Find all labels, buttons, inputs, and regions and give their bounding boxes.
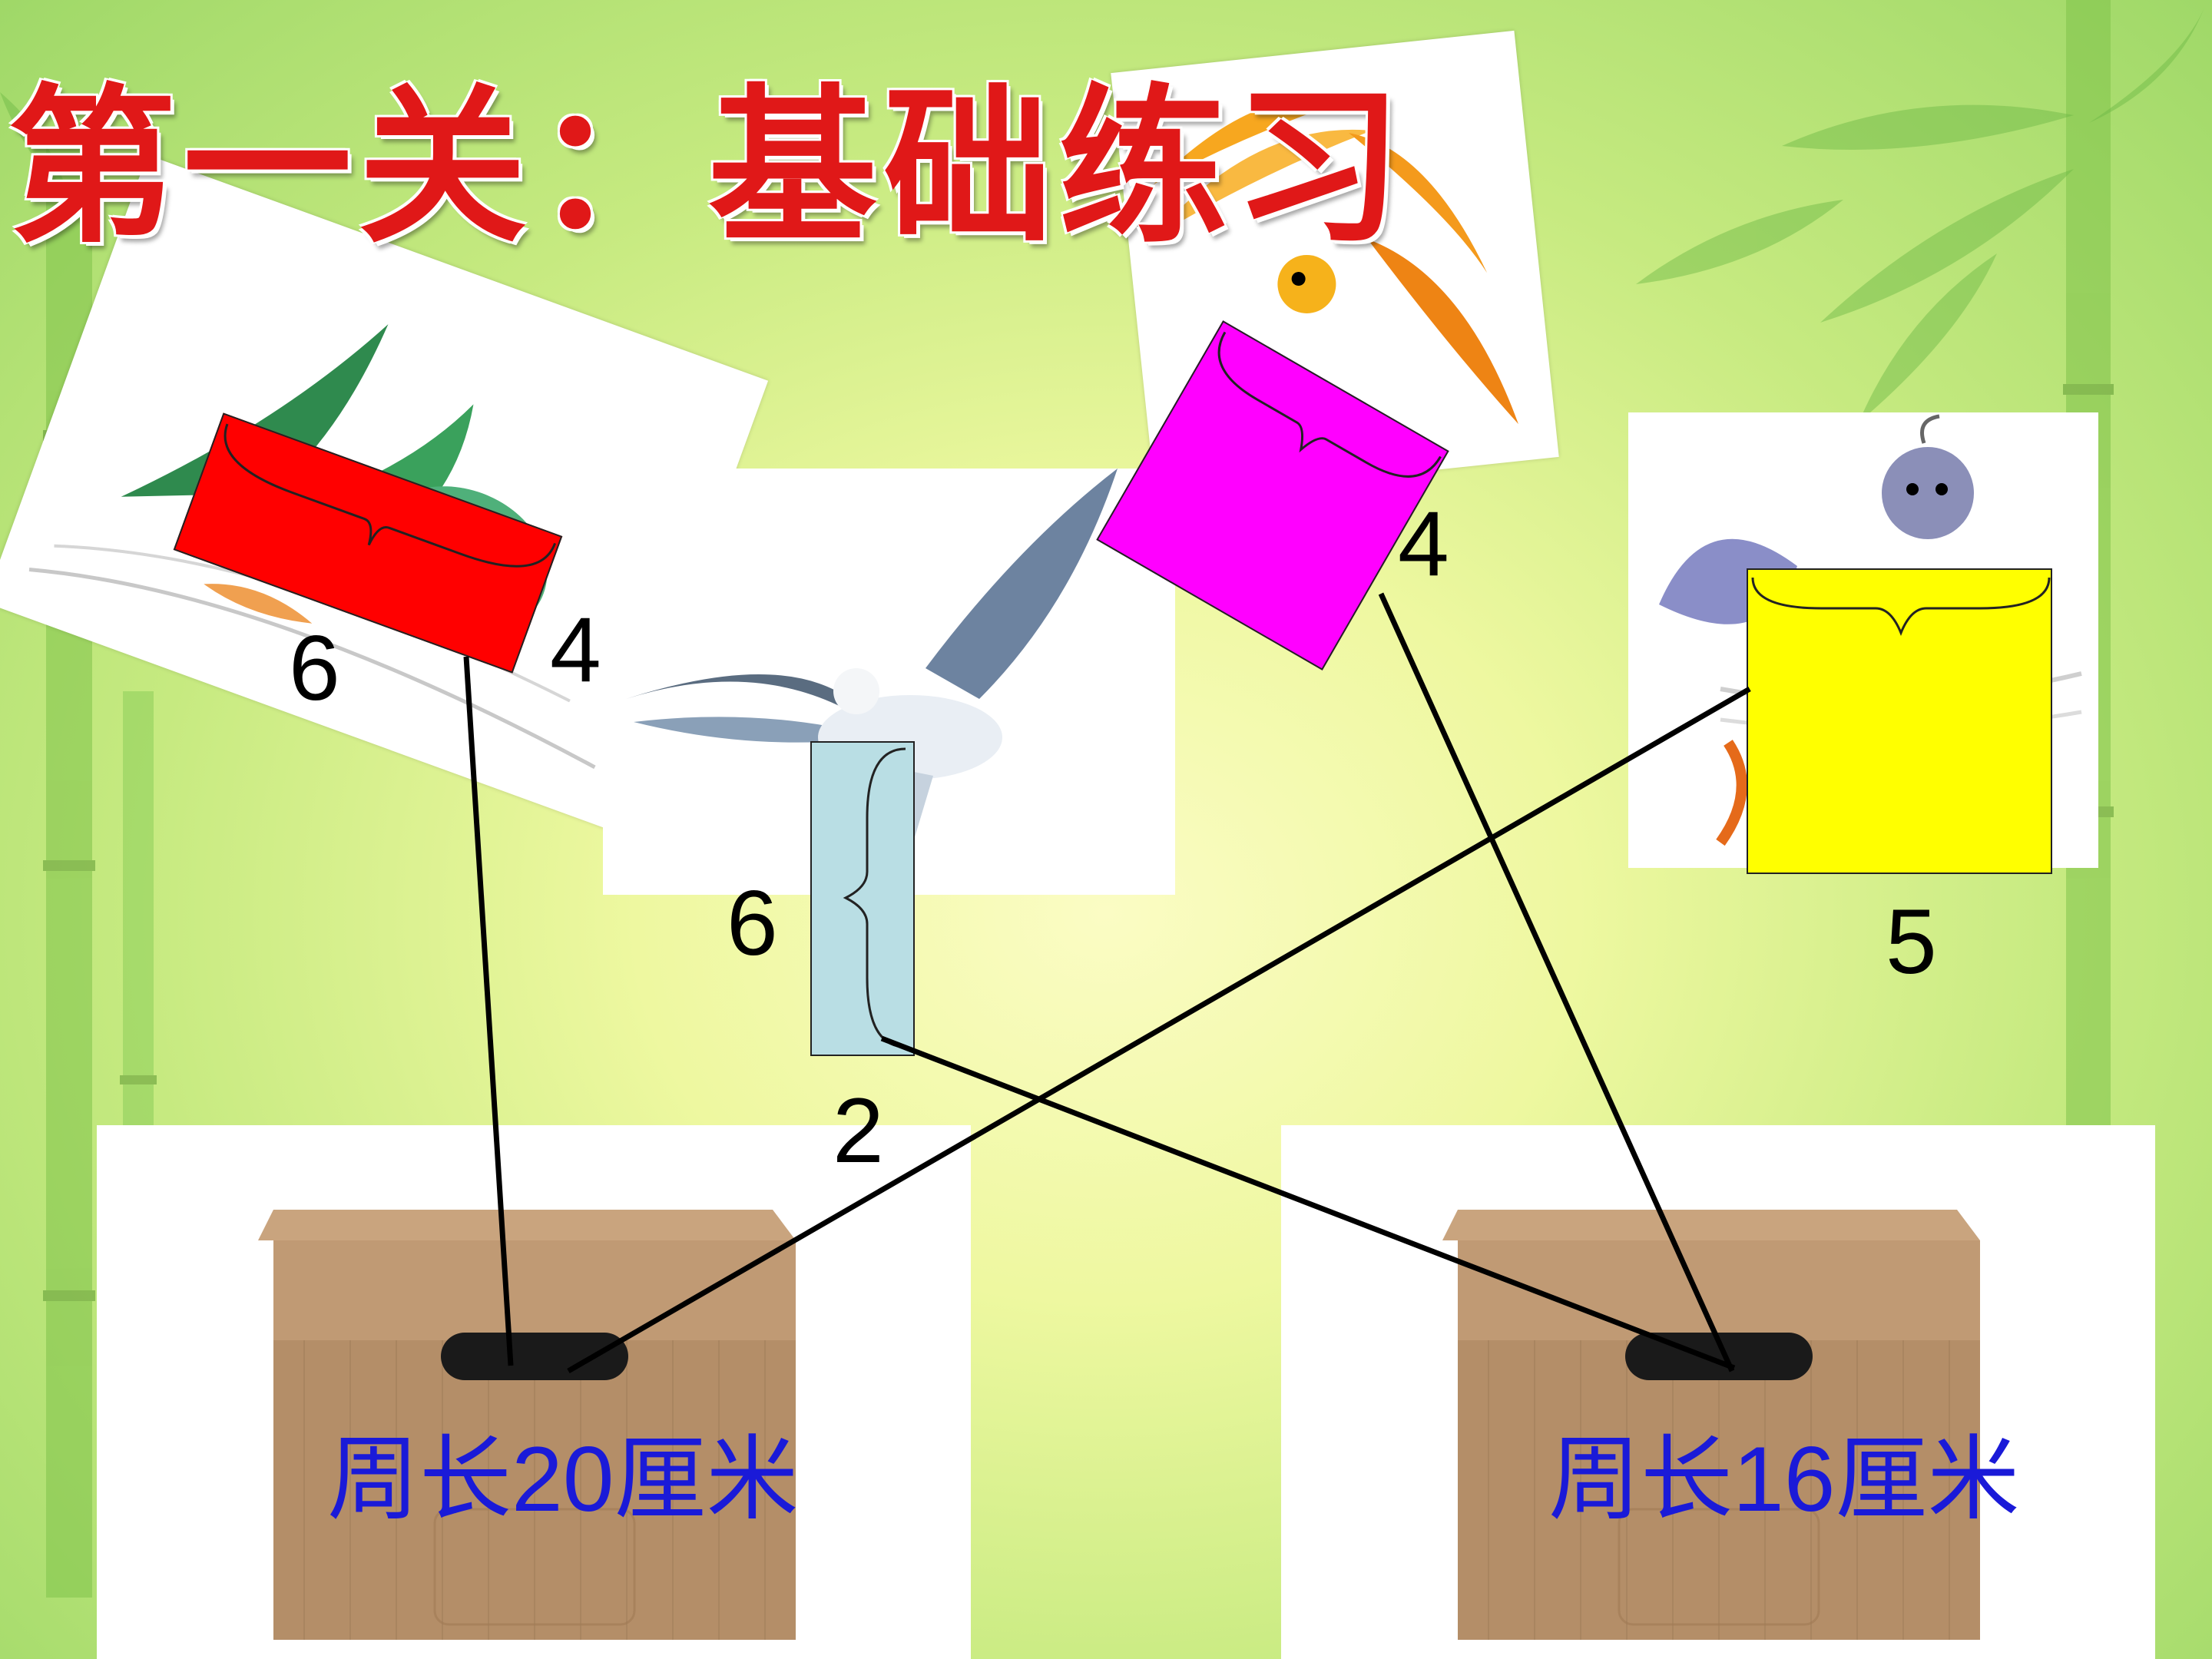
right-box-perimeter-label: 周长16厘米	[1548, 1428, 2020, 1531]
orange-bird-icon	[1151, 99, 1518, 425]
yellow-envelope[interactable]	[1747, 568, 2052, 874]
magenta-envelope-flap	[1217, 331, 1442, 478]
cyan-envelope-width-label: 2	[833, 1079, 884, 1182]
cardboard-box-right	[1442, 1210, 1980, 1640]
orange-bird-card	[1111, 30, 1559, 500]
yellow-envelope-width-label: 5	[1886, 890, 1937, 993]
box-slot-right	[1625, 1333, 1813, 1380]
cardboard-box-left	[258, 1210, 796, 1640]
left-box-perimeter-label: 周长20厘米	[327, 1428, 799, 1531]
red-envelope-flap	[224, 423, 556, 568]
box-slot-left	[441, 1333, 628, 1380]
cyan-envelope-length-label: 6	[727, 872, 778, 975]
page-title: 第一关：基础练习	[8, 67, 1409, 266]
yellow-envelope-flap	[1751, 577, 2051, 636]
red-envelope[interactable]	[173, 412, 563, 674]
cyan-envelope[interactable]	[810, 741, 915, 1056]
cyan-envelope-flap	[843, 747, 906, 1048]
magenta-envelope-width-label: 4	[1398, 492, 1449, 595]
box-card-right	[1281, 1125, 2155, 1659]
box-card-left	[97, 1125, 971, 1659]
red-envelope-length-label: 6	[289, 617, 340, 720]
magenta-envelope[interactable]	[1096, 320, 1449, 671]
red-envelope-width-label: 4	[550, 598, 601, 701]
